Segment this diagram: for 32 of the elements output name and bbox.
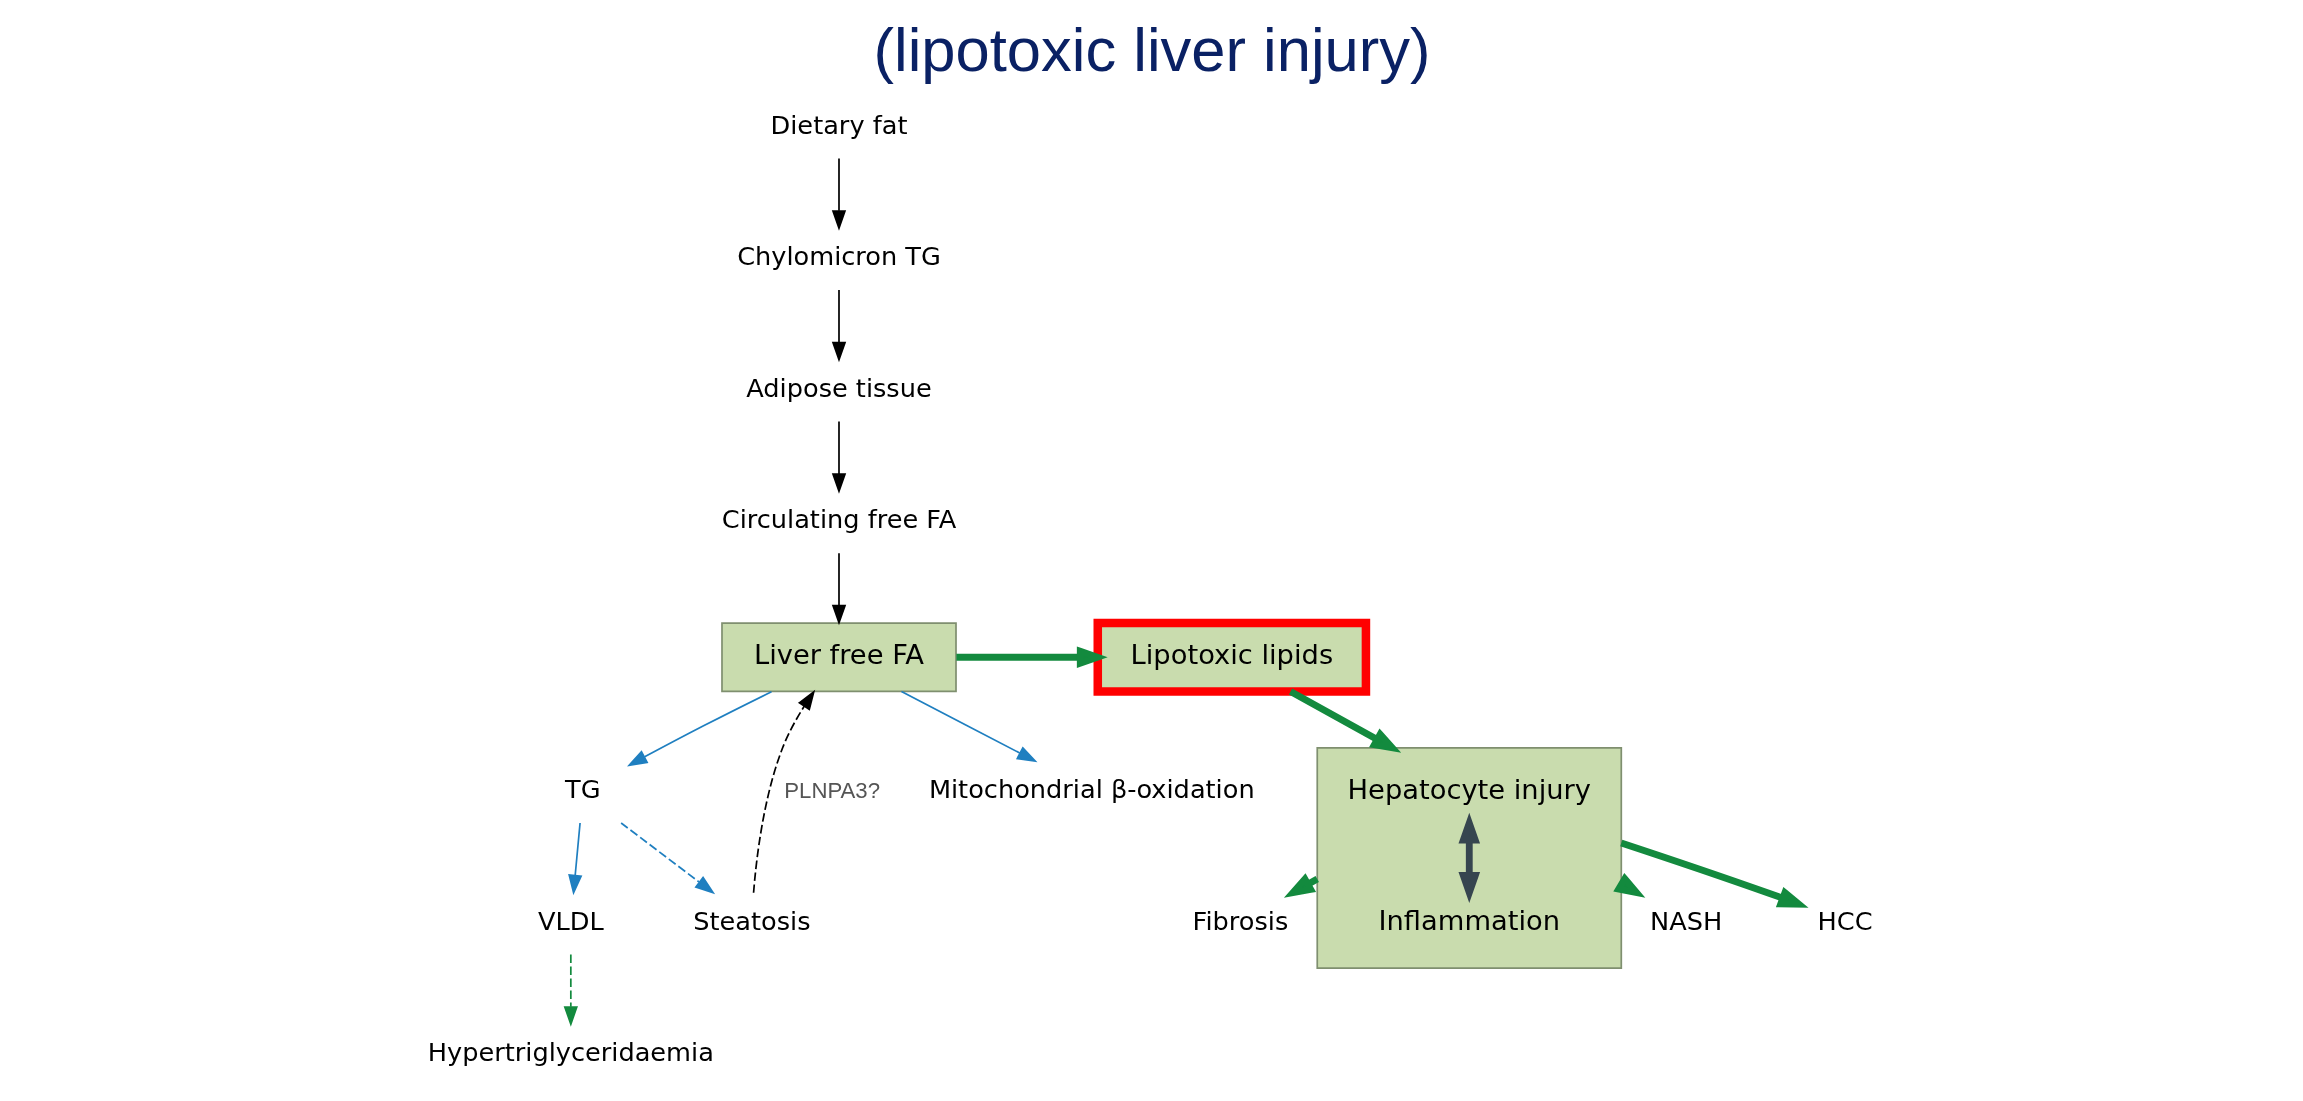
diagram-title: (lipotoxic liver injury) [873, 15, 1430, 85]
node-text: VLDL [537, 905, 604, 936]
arrow [626, 690, 772, 767]
arrow [563, 953, 578, 1027]
arrow [1612, 872, 1645, 898]
node-text: Chylomicron TG [736, 241, 941, 272]
arrow [1458, 812, 1480, 903]
arrow [831, 552, 846, 626]
node-text: Fibrosis [1192, 905, 1288, 936]
node-text: HCC [1817, 905, 1873, 936]
edge-label: PLNPA3? [783, 778, 880, 803]
node-text: Steatosis [692, 905, 811, 936]
arrow [752, 689, 815, 894]
node-text: Mitochondrial β-oxidation [928, 774, 1255, 805]
node-box: Liver free FA [720, 622, 957, 693]
node-text: Hypertriglyceridaemia [427, 1037, 714, 1068]
node-text: Dietary fat [770, 109, 907, 140]
arrow [567, 822, 582, 896]
arrow [1288, 688, 1401, 753]
node-text: Hepatocyte injury [1347, 773, 1591, 805]
arrow [831, 157, 846, 231]
node-text: NASH [1649, 905, 1722, 936]
arrow [831, 289, 846, 363]
arrow [955, 646, 1108, 669]
arrow [619, 822, 715, 895]
node-text: Adipose tissue [745, 372, 932, 403]
arrow [900, 690, 1037, 763]
node-text: Inflammation [1377, 905, 1560, 937]
arrow [831, 420, 846, 494]
node-box: Lipotoxic lipids [1093, 618, 1370, 696]
node-text: Circulating free FA [721, 504, 956, 535]
node-text: TG [564, 774, 601, 805]
